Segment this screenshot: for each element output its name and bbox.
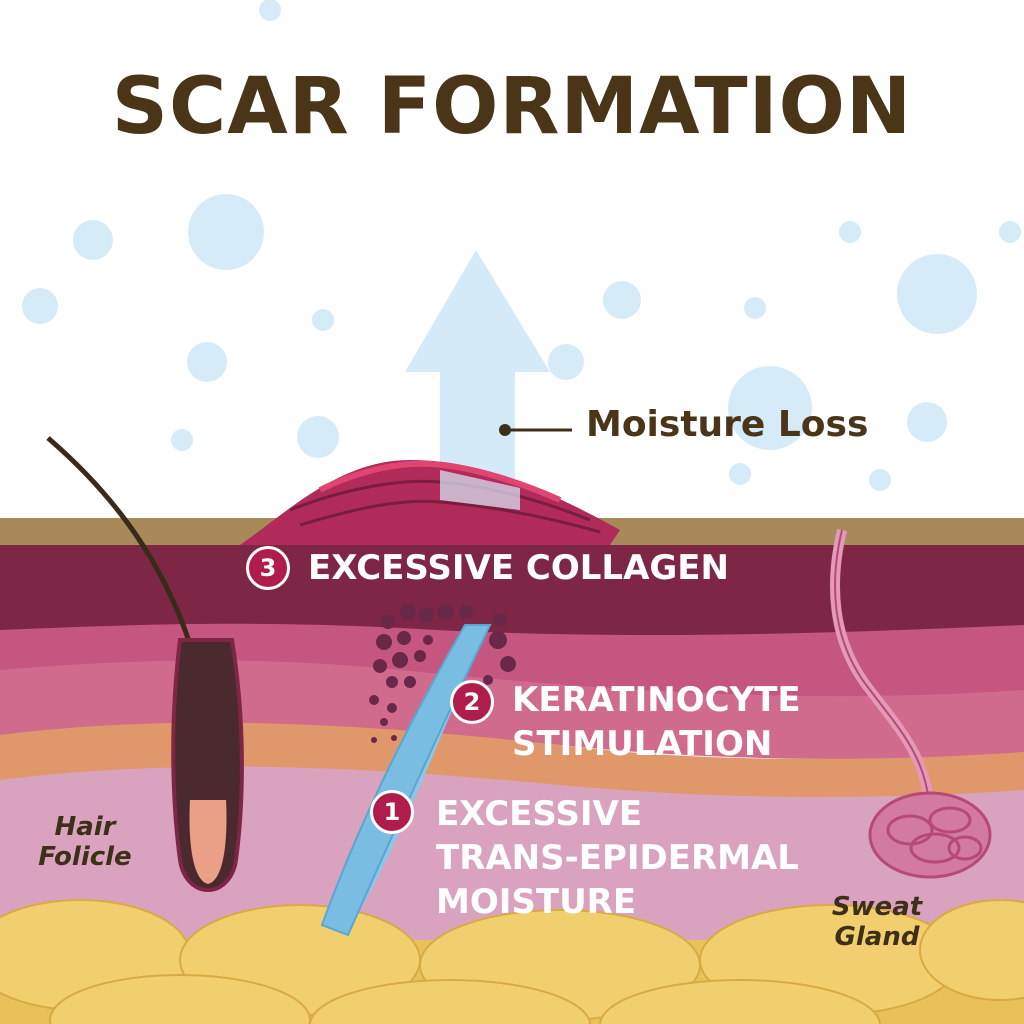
keratinocyte-cells [369, 604, 516, 743]
label-excessive-collagen: EXCESSIVE COLLAGEN [308, 548, 729, 588]
label-keratinocyte: KERATINOCYTE STIMULATION [512, 678, 801, 766]
badge-2: 2 [450, 680, 494, 724]
badge-3: 3 [246, 546, 290, 590]
label-moisture-line3: MOISTURE [436, 882, 637, 922]
label-sweat-line1: Sweat [831, 892, 923, 922]
label-hair-line2: Folicle [38, 842, 132, 872]
label-moisture-line1: EXCESSIVE [436, 794, 643, 834]
orange-band [0, 718, 1024, 797]
label-hair-line1: Hair [54, 812, 116, 842]
moisture-bubbles [22, 0, 1021, 491]
label-moisture-loss: Moisture Loss [586, 404, 869, 445]
diagram-title: SCAR FORMATION [111, 62, 913, 152]
badge-1: 1 [370, 790, 414, 834]
moisture-loss-arrow [405, 250, 550, 510]
label-keratinocyte-line1: KERATINOCYTE [512, 680, 801, 720]
label-trans-epidermal-moisture: EXCESSIVE TRANS-EPIDERMAL MOISTURE [436, 792, 799, 924]
label-hair-follicle: Hair Folicle [30, 812, 140, 872]
label-keratinocyte-line2: STIMULATION [512, 724, 773, 764]
label-sweat-gland: Sweat Gland [822, 892, 932, 952]
lower-dermis [0, 751, 1024, 940]
fat-cells [0, 899, 1024, 1024]
label-sweat-line2: Gland [834, 922, 920, 952]
label-moisture-line2: TRANS-EPIDERMAL [436, 838, 799, 878]
sweat-gland-coil [868, 791, 992, 879]
